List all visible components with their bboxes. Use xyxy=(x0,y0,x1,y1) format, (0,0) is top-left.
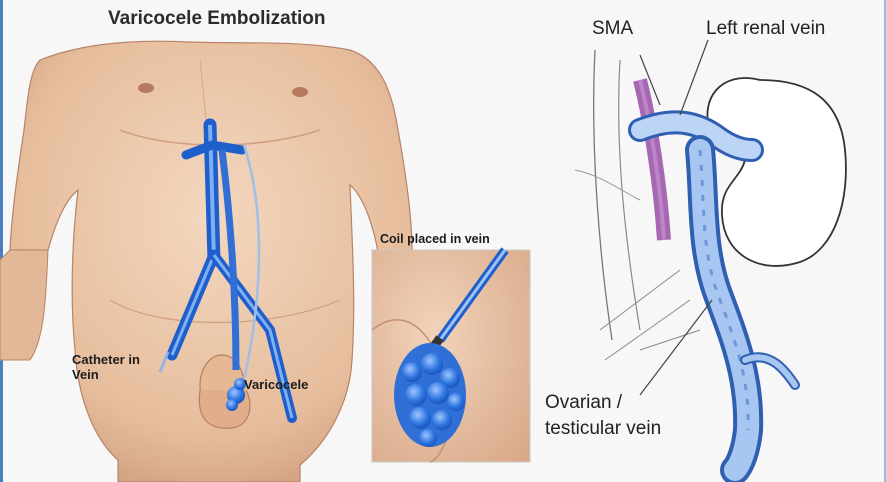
renal-leader xyxy=(679,39,709,116)
coil-label: Coil placed in vein xyxy=(380,232,490,246)
kidney-diagram xyxy=(574,39,847,482)
coil-inset xyxy=(371,247,531,463)
catheter-label-line2: Vein xyxy=(72,367,99,382)
diagram-title: Varicocele Embolization xyxy=(108,8,326,29)
right-nipple xyxy=(292,87,308,97)
coil-cluster xyxy=(394,343,466,447)
sma-label: SMA xyxy=(592,18,634,39)
varicocele-label: Varicocele xyxy=(244,377,309,392)
catheter-label-line1: Catheter in xyxy=(72,352,140,367)
left-nipple xyxy=(138,83,154,93)
ovarian-label-line2: testicular vein xyxy=(545,418,662,439)
left-renal-vein-label: Left renal vein xyxy=(706,18,826,39)
sma-leader xyxy=(639,54,661,106)
kidney xyxy=(706,77,847,267)
vein-system xyxy=(158,118,297,423)
ovarian-label-line1: Ovarian / xyxy=(545,392,623,413)
ovarian-leader xyxy=(639,299,713,396)
